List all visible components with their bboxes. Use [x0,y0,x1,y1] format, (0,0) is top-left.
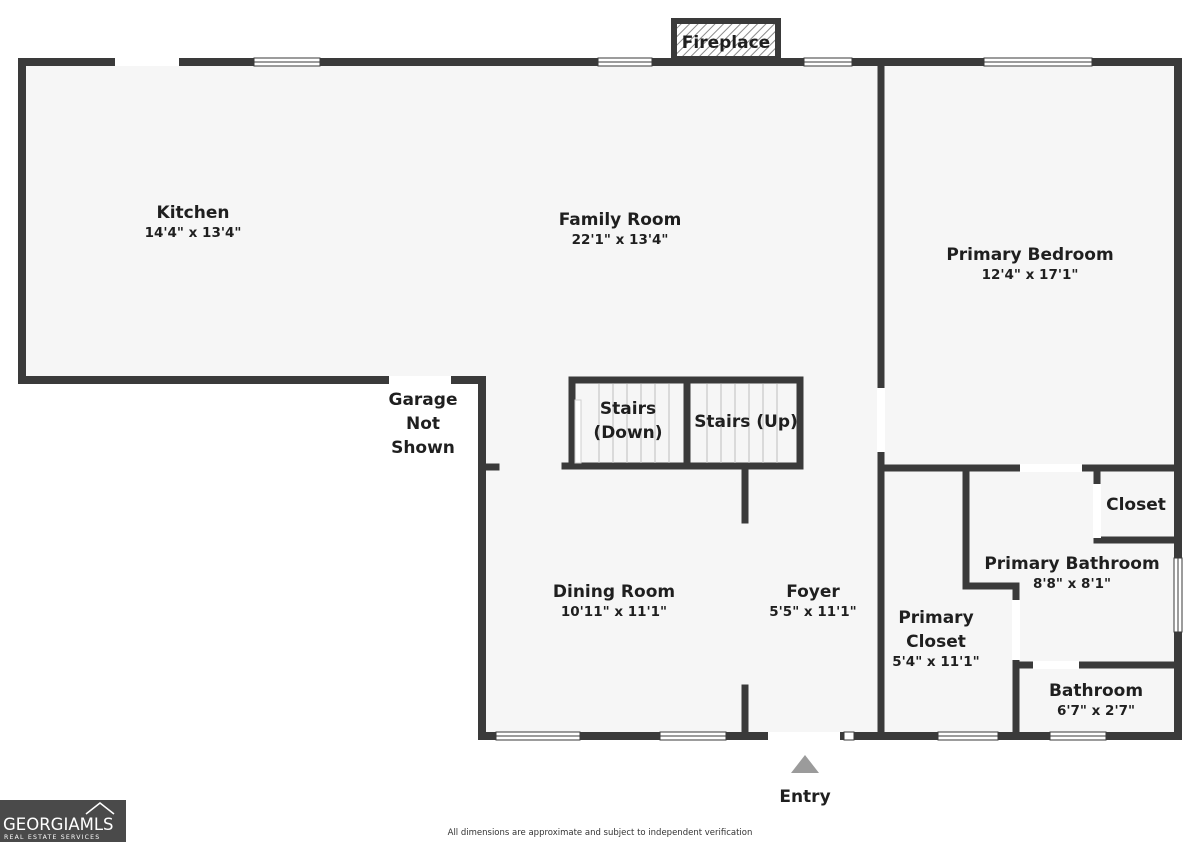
primary-closet-name-line1: Primary [898,608,973,628]
fireplace-name: Fireplace [682,33,770,53]
stairs-up-name: Stairs (Up) [694,412,798,432]
primary-closet-name-line2: Closet [906,632,966,652]
logo-sub-text: REAL ESTATE SERVICES [4,834,100,841]
family-room-dims: 22'1" x 13'4" [572,232,669,248]
windows [115,57,1183,741]
primary-bedroom-name: Primary Bedroom [946,245,1113,265]
kitchen-name: Kitchen [157,203,230,223]
stairs-down-name-line1: Stairs [600,399,656,419]
primary-bathroom-dims: 8'8" x 8'1" [1033,576,1111,592]
primary-bathroom-name: Primary Bathroom [984,554,1159,574]
logo-main-text: GEORGIAMLS [3,815,114,834]
entry-arrow [791,755,819,773]
dining-room-name: Dining Room [553,582,675,602]
primary-closet-dims: 5'4" x 11'1" [892,654,979,670]
closet-name: Closet [1106,495,1166,515]
entry-label: Entry [779,787,830,807]
dining-room-dims: 10'11" x 11'1" [561,604,667,620]
foyer-dims: 5'5" x 11'1" [769,604,856,620]
primary-bedroom-dims: 12'4" x 17'1" [982,267,1079,283]
garage-line3: Shown [391,438,455,458]
kitchen-dims: 14'4" x 13'4" [145,225,242,241]
foyer-name: Foyer [786,582,840,602]
family-room-name: Family Room [559,210,682,230]
stair-treads [574,384,778,464]
disclaimer-text: All dimensions are approximate and subje… [448,828,753,838]
garage-line1: Garage [389,390,458,410]
garage-line2: Not [406,414,440,434]
floor-area [22,62,1178,736]
georgia-mls-logo: GEORGIAMLS REAL ESTATE SERVICES [0,800,126,842]
stairs-down-name-line2: (Down) [593,423,662,443]
bathroom-dims: 6'7" x 2'7" [1057,703,1135,719]
bathroom-name: Bathroom [1049,681,1143,701]
